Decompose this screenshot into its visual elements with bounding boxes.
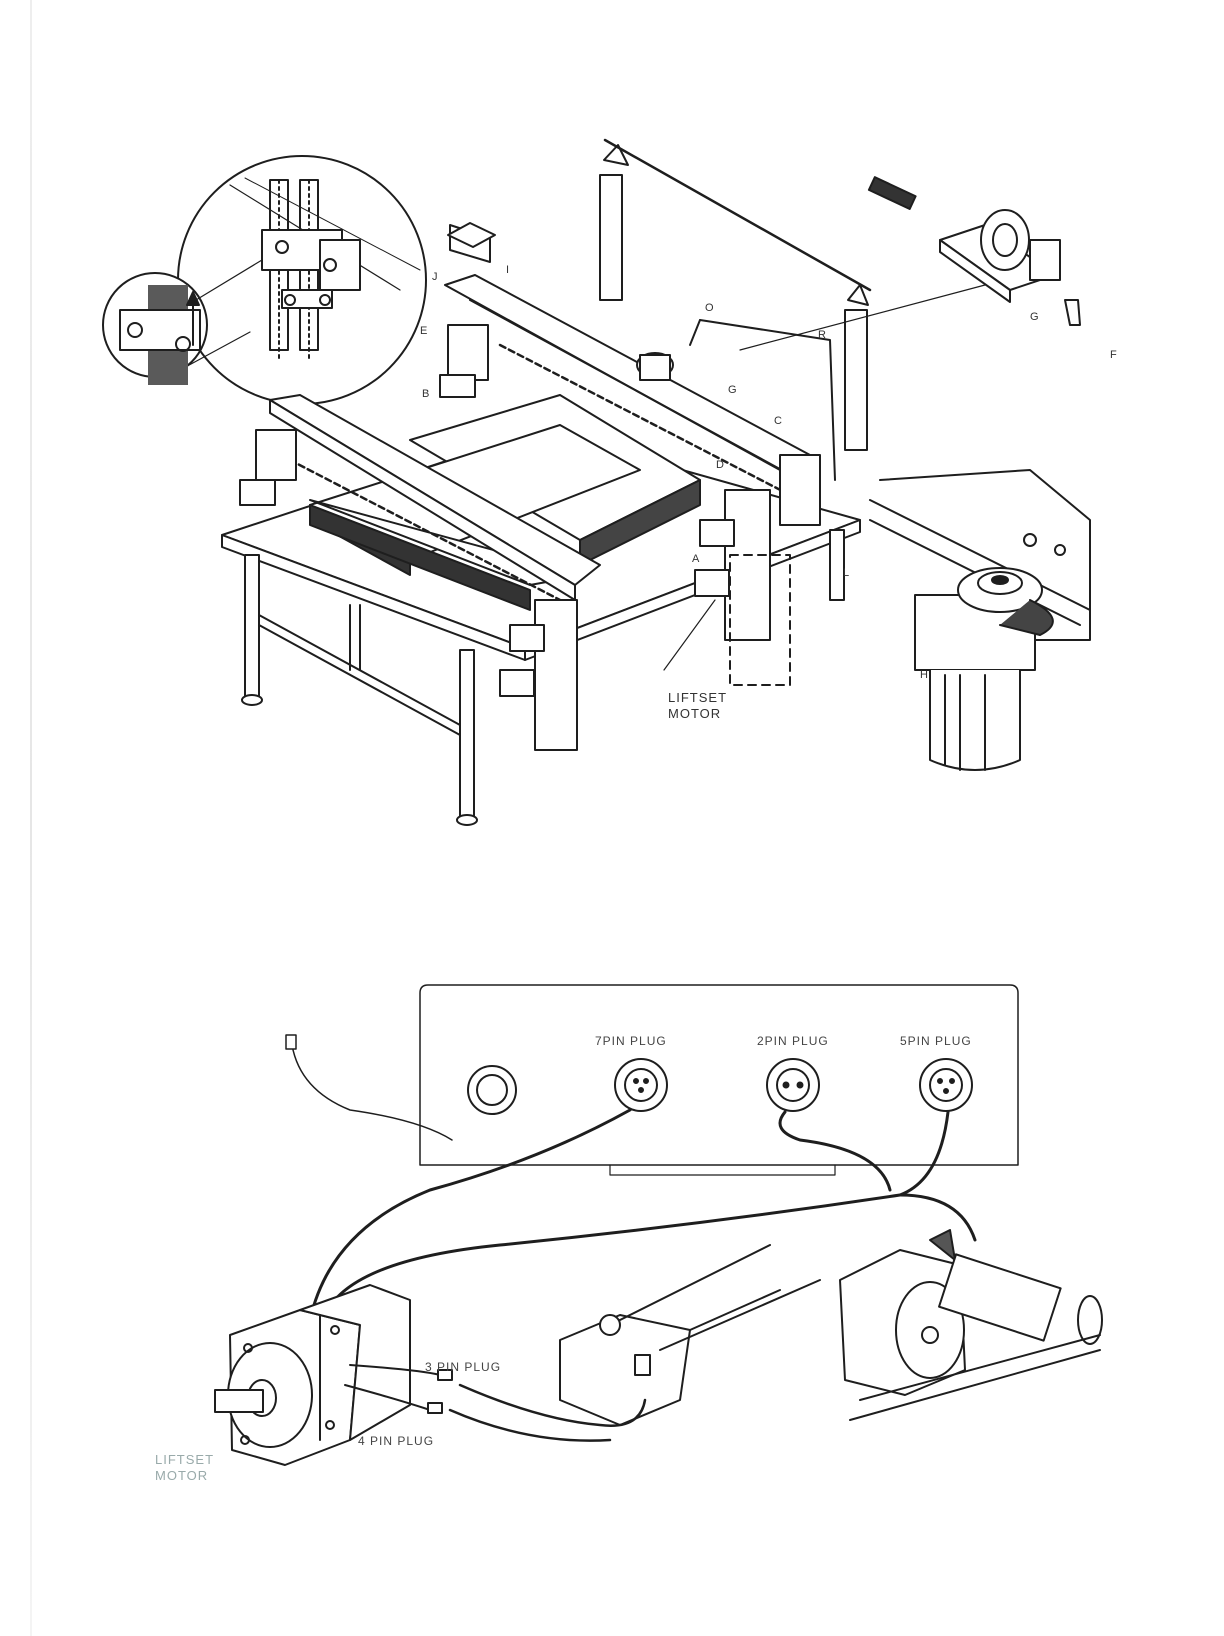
rear-uprights xyxy=(600,140,870,450)
detail-circle-chain-carriage xyxy=(178,156,426,404)
cable-2pin xyxy=(780,1112,890,1190)
liftset-motor-caption-bottom-line1: LIFTSET xyxy=(155,1452,214,1468)
callout-j: J xyxy=(432,272,438,283)
callout-o: O xyxy=(705,303,714,314)
callout-b: B xyxy=(422,389,430,400)
carriage-center-bottom xyxy=(450,1245,820,1441)
cable-7pin xyxy=(310,1110,630,1320)
power-cord xyxy=(292,1045,452,1140)
control-panel xyxy=(420,985,1018,1175)
callout-e: E xyxy=(420,326,428,337)
callout-r: R xyxy=(818,330,826,341)
callout-a: A xyxy=(692,554,700,565)
callout-c: C xyxy=(774,416,782,427)
cable-5pin xyxy=(325,1112,948,1315)
machine-isometric-drawing xyxy=(0,0,1224,860)
liftset-motor-caption-top-line1: LIFTSET xyxy=(668,690,727,706)
label-2pin-plug: 2PIN PLUG xyxy=(757,1034,829,1048)
liftset-motor-caption-bottom-line2: MOTOR xyxy=(155,1468,208,1484)
label-4pin-plug: 4 PIN PLUG xyxy=(358,1434,434,1448)
right-drive-motor-bottom xyxy=(840,1230,1102,1420)
callout-l: L xyxy=(843,568,850,579)
label-7pin-plug: 7PIN PLUG xyxy=(595,1034,667,1048)
callout-g-middle: G xyxy=(728,385,737,396)
label-5pin-plug: 5PIN PLUG xyxy=(900,1034,972,1048)
callout-g-right: G xyxy=(1030,312,1039,323)
callout-d: D xyxy=(716,460,724,471)
label-3pin-plug: 3 PIN PLUG xyxy=(425,1360,501,1374)
cable-to-right-motor xyxy=(900,1195,975,1240)
callout-f: F xyxy=(1110,350,1117,361)
callout-h: H xyxy=(920,670,928,681)
liftset-motor-caption-top-line2: MOTOR xyxy=(668,706,721,722)
motor-detail-h xyxy=(870,470,1090,770)
callout-i: I xyxy=(506,265,510,276)
cutter-unit-g xyxy=(740,177,1080,350)
